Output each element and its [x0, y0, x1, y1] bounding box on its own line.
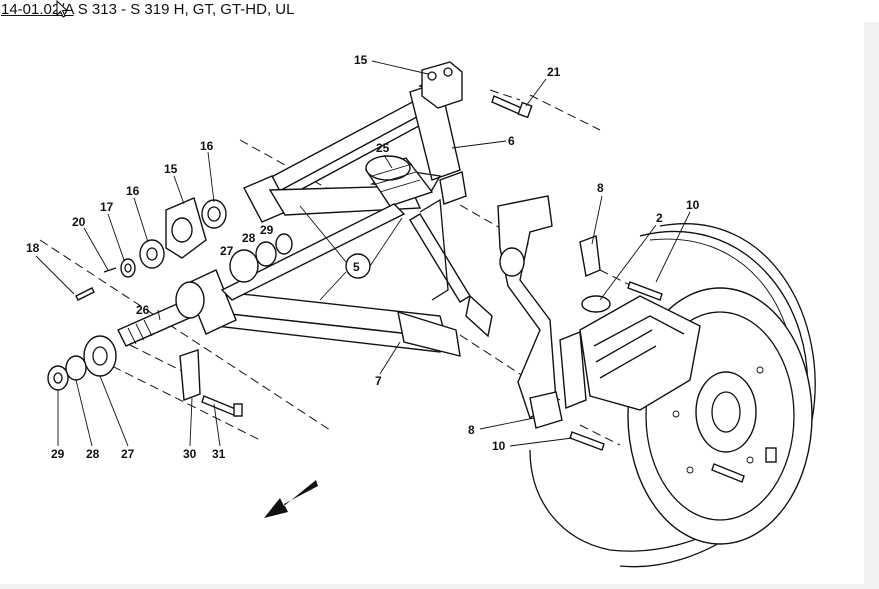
bolt-21 [491, 95, 533, 119]
callout-20: 20 [72, 215, 86, 229]
callout-2: 2 [656, 211, 663, 225]
callout-21: 21 [547, 65, 561, 79]
callout-27-bottom: 27 [121, 447, 135, 461]
pivot-shaft-26 [117, 281, 205, 347]
bush-16b [139, 239, 165, 269]
exploded-diagram-area: 15 21 6 16 25 15 16 8 2 10 17 20 27 28 2… [0, 22, 864, 584]
callout-5: 5 [353, 260, 360, 274]
callout-15-top: 15 [354, 53, 368, 67]
callout-6: 6 [508, 134, 515, 148]
bolt-18 [75, 287, 95, 301]
upper-mount-bracket [421, 61, 463, 109]
callout-10-lower: 10 [492, 439, 506, 453]
bracket-15 [165, 197, 207, 259]
bracket-30 [179, 349, 201, 401]
callout-28-top: 28 [242, 231, 256, 245]
pin-20 [103, 267, 117, 273]
leader-lines [35, 60, 691, 447]
callout-30: 30 [183, 447, 197, 461]
callout-8-lower: 8 [468, 423, 475, 437]
bolt-10-upper [627, 281, 663, 301]
callout-16-lower: 16 [126, 184, 140, 198]
callout-7: 7 [375, 374, 382, 388]
callout-28-bottom: 28 [86, 447, 100, 461]
bush-27-28-29-bottom [47, 335, 117, 391]
part-code-link[interactable]: 14-01.0 [1, 1, 52, 18]
callout-26: 26 [136, 303, 150, 317]
damper-25 [364, 155, 434, 207]
callout-15-left: 15 [164, 162, 178, 176]
washer-17 [120, 258, 136, 278]
callout-labels: 15 21 6 16 25 15 16 8 2 10 17 20 27 28 2… [26, 53, 700, 461]
callout-18: 18 [26, 241, 40, 255]
callout-29-top: 29 [260, 223, 274, 237]
callout-25: 25 [376, 141, 390, 155]
brake-caliper [559, 295, 701, 411]
callout-27-top: 27 [220, 244, 234, 258]
hub-carrier [497, 195, 601, 429]
title-bar: 14-01.02/A S 313 - S 319 H, GT, GT-HD, U… [0, 0, 879, 22]
lower-wishbone [185, 198, 493, 357]
callout-16-upper: 16 [200, 139, 214, 153]
bush-16 [201, 199, 227, 229]
mouse-cursor-icon [56, 0, 69, 18]
bolt-31 [201, 395, 243, 417]
direction-arrow-icon [264, 480, 318, 518]
callout-8-upper: 8 [597, 181, 604, 195]
bush-27-28-29-top [229, 233, 293, 283]
model-list: S 313 - S 319 H, GT, GT-HD, UL [73, 1, 295, 18]
scroll-gutter [864, 22, 879, 584]
page-title: 14-01.02/A S 313 - S 319 H, GT, GT-HD, U… [1, 1, 294, 18]
bolt-10-lower [569, 431, 605, 451]
callout-31: 31 [212, 447, 226, 461]
wheel-nut-bolt [711, 447, 777, 483]
callout-10-upper: 10 [686, 198, 700, 212]
suspension-exploded-diagram: 15 21 6 16 25 15 16 8 2 10 17 20 27 28 2… [26, 53, 816, 568]
callout-17: 17 [100, 200, 114, 214]
callout-29-bottom: 29 [51, 447, 65, 461]
